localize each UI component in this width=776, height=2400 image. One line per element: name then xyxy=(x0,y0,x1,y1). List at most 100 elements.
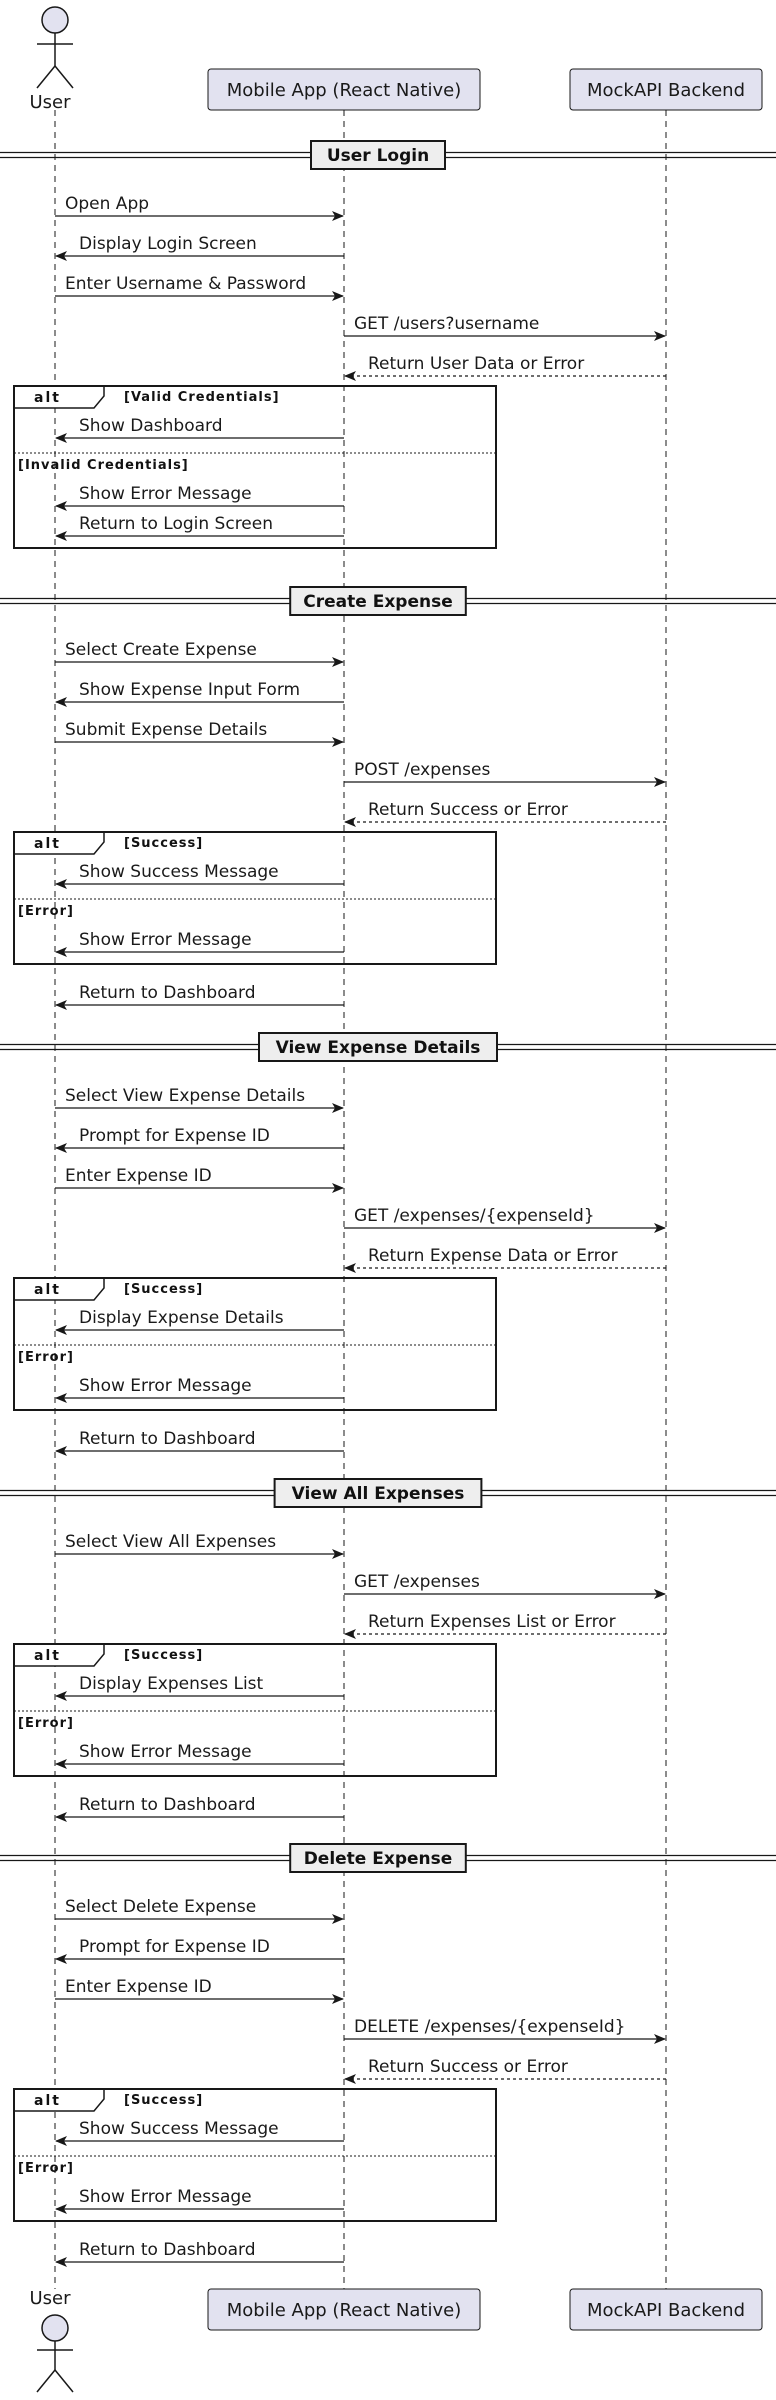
alt-keyword: alt xyxy=(34,1648,61,1664)
section-divider-box xyxy=(289,586,467,616)
message: GET /users?username xyxy=(344,314,666,341)
message: Return to Dashboard xyxy=(55,1429,344,1456)
message-label: Select View All Expenses xyxy=(65,1532,276,1552)
message-label: Show Dashboard xyxy=(79,416,223,436)
message-label: Submit Expense Details xyxy=(65,720,267,740)
alt-frame xyxy=(13,1643,497,1777)
alt-guard: [Invalid Credentials] xyxy=(18,458,189,473)
message: Select Delete Expense xyxy=(55,1897,344,1924)
message: Display Login Screen xyxy=(55,234,344,261)
message-label: GET /users?username xyxy=(354,314,539,334)
message-label: Return Success or Error xyxy=(368,800,568,820)
message: GET /expenses/{expenseId} xyxy=(344,1206,666,1233)
message: Show Success Message xyxy=(55,862,344,889)
section-divider-box xyxy=(273,1478,483,1508)
message-label: Show Error Message xyxy=(79,2187,252,2207)
mobile-app-participant-box xyxy=(207,68,481,111)
message-label: Display Login Screen xyxy=(79,234,257,254)
alt-fragment: alt [Success] [Error] xyxy=(13,831,497,965)
message: Prompt for Expense ID xyxy=(55,1126,344,1153)
message-label: Show Error Message xyxy=(79,1376,252,1396)
message: Enter Username & Password xyxy=(55,274,344,301)
section-divider: View All Expenses xyxy=(0,1478,776,1508)
alt-guard: [Error] xyxy=(18,904,74,919)
alt-guard: [Error] xyxy=(18,2161,74,2176)
message-label: Show Success Message xyxy=(79,862,279,882)
section-divider: Delete Expense xyxy=(0,1843,776,1873)
alt-keyword: alt xyxy=(34,836,61,852)
message: Show Error Message xyxy=(55,484,344,511)
section-title: Delete Expense xyxy=(304,1849,453,1869)
backend-participant-box xyxy=(569,68,763,111)
message-label: Enter Expense ID xyxy=(65,1977,212,1997)
alt-guard: [Success] xyxy=(124,2093,203,2108)
message: Show Dashboard xyxy=(55,416,344,443)
participants-bottom: User Mobile App (React Native) MockAPI B… xyxy=(29,2288,763,2393)
message: Return User Data or Error xyxy=(344,354,666,381)
message-label: Return to Dashboard xyxy=(79,1429,256,1449)
backend-participant-label: MockAPI Backend xyxy=(587,80,745,101)
message: Show Error Message xyxy=(55,2187,344,2214)
section-divider-box xyxy=(258,1032,498,1062)
message: Open App xyxy=(55,194,344,221)
message-label: Show Error Message xyxy=(79,1742,252,1762)
message: Display Expenses List xyxy=(55,1674,344,1701)
message: Return Success or Error xyxy=(344,800,666,827)
message: Show Error Message xyxy=(55,1376,344,1403)
participants-top: User Mobile App (React Native) MockAPI B… xyxy=(29,6,763,113)
message: Select View Expense Details xyxy=(55,1086,344,1113)
message-label: Return to Dashboard xyxy=(79,1795,256,1815)
alt-frame xyxy=(13,2088,497,2222)
message-label: Show Error Message xyxy=(79,484,252,504)
alt-frame xyxy=(13,385,497,549)
section-divider: View Expense Details xyxy=(0,1032,776,1062)
message: Show Expense Input Form xyxy=(55,680,344,707)
message-label: Return to Login Screen xyxy=(79,514,273,534)
message-label: Return Expense Data or Error xyxy=(368,1246,618,1266)
alt-guard: [Success] xyxy=(124,1282,203,1297)
section-title: Create Expense xyxy=(303,592,452,612)
message: Return to Login Screen xyxy=(55,514,344,541)
message: Display Expense Details xyxy=(55,1308,344,1335)
message-label: GET /expenses/{expenseId} xyxy=(354,1206,595,1226)
message-label: Show Error Message xyxy=(79,930,252,950)
section-title: View Expense Details xyxy=(276,1038,481,1058)
message-label: Display Expense Details xyxy=(79,1308,284,1328)
message: POST /expenses xyxy=(344,760,666,787)
section-divider-box xyxy=(310,140,446,170)
message-label: Return to Dashboard xyxy=(79,2240,256,2260)
backend-participant-label-bottom: MockAPI Backend xyxy=(587,2300,745,2321)
message: Return Expense Data or Error xyxy=(344,1246,666,1273)
message-label: Show Expense Input Form xyxy=(79,680,300,700)
message: Show Error Message xyxy=(55,930,344,957)
alt-keyword: alt xyxy=(34,2093,61,2109)
message-label: Return User Data or Error xyxy=(368,354,584,374)
user-participant-label-bottom: User xyxy=(29,2288,71,2309)
message: Enter Expense ID xyxy=(55,1166,344,1193)
message: Select Create Expense xyxy=(55,640,344,667)
mobile-app-participant-label: Mobile App (React Native) xyxy=(227,80,461,101)
message: Return Success or Error xyxy=(344,2057,666,2084)
message-label: Enter Username & Password xyxy=(65,274,306,294)
alt-guard: [Error] xyxy=(18,1350,74,1365)
alt-fragment: alt [Success] [Error] xyxy=(13,2088,497,2222)
section-title: User Login xyxy=(327,146,429,166)
section-title: View All Expenses xyxy=(292,1484,465,1504)
message-label: Select View Expense Details xyxy=(65,1086,305,1106)
lifelines xyxy=(54,110,667,2289)
alt-guard: [Error] xyxy=(18,1716,74,1731)
message-label: Display Expenses List xyxy=(79,1674,264,1694)
message-label: Prompt for Expense ID xyxy=(79,1126,270,1146)
message-label: Return Success or Error xyxy=(368,2057,568,2077)
alt-keyword: alt xyxy=(34,1282,61,1298)
message-label: GET /expenses xyxy=(354,1572,480,1592)
message: Return to Dashboard xyxy=(55,983,344,1010)
message: Select View All Expenses xyxy=(55,1532,344,1559)
alt-fragment: alt [Success] [Error] xyxy=(13,1277,497,1411)
alt-guard: [Success] xyxy=(124,836,203,851)
user-participant-label: User xyxy=(29,92,71,113)
message: GET /expenses xyxy=(344,1572,666,1599)
message-label: DELETE /expenses/{expenseId} xyxy=(354,2017,625,2037)
